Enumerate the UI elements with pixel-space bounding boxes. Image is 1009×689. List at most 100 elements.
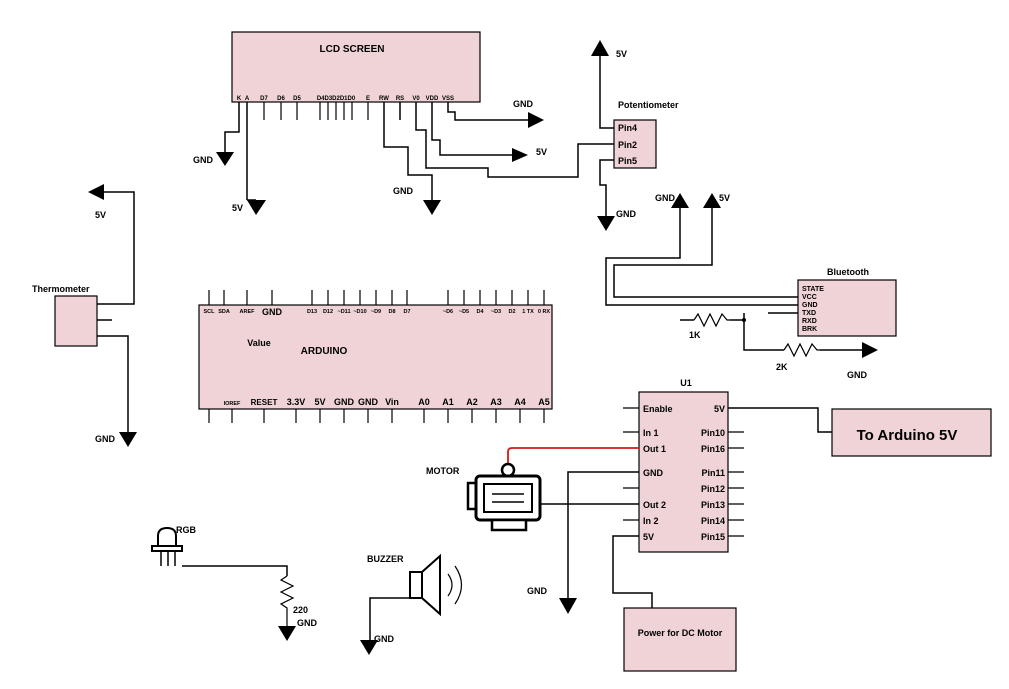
vcc-label-pot: 5V — [616, 49, 627, 59]
ard-pin-rx: 0 RX — [538, 309, 551, 315]
bt-pin-brk: BRK — [802, 326, 817, 333]
wire-pot-pin4-5v — [599, 55, 614, 129]
u1-pin-out2: Out 2 — [643, 500, 666, 510]
sound-wave-1 — [447, 573, 453, 597]
ard-pin-a3: A3 — [490, 397, 502, 407]
lcd-pin-a: A — [245, 96, 250, 102]
u1-pin-15: Pin15 — [701, 532, 725, 542]
wire-motor-out1 — [507, 447, 639, 466]
wire-bt-gnd — [605, 208, 798, 306]
wire-lcd-rw-gnd — [383, 102, 433, 200]
motor-windings — [492, 493, 524, 503]
gnd-label-rgb: GND — [297, 618, 318, 628]
pot-pin4: Pin4 — [618, 123, 637, 133]
gnd-arrow-lcd-k — [216, 152, 234, 166]
u1-pin-11: Pin11 — [701, 468, 725, 478]
u1-pin-12: Pin12 — [701, 484, 725, 494]
sound-wave-2 — [454, 565, 463, 605]
u1-motor-driver: U1 Enable In 1 Out 1 GND Out 2 In 2 5V 5… — [623, 378, 744, 553]
wire-pot-pin5-gnd — [599, 159, 614, 216]
lcd-pin-d7: D7 — [260, 96, 268, 102]
vcc-arrow-pot — [591, 40, 609, 56]
potentiometer: Potentiometer Pin4 Pin2 Pin5 — [613, 100, 679, 169]
wire-buzzer-gnd — [369, 597, 410, 640]
ard-pin-d9: ~D9 — [371, 309, 381, 315]
wire-thermo-5v — [97, 191, 135, 305]
ard-pin-d6: ~D6 — [443, 309, 453, 315]
gnd-label-pot: GND — [616, 209, 637, 219]
wire-u1-5v-arduino — [728, 407, 832, 433]
ard-pin-aref: AREF — [240, 309, 256, 315]
ard-pin-a4: A4 — [514, 397, 526, 407]
resistor-220-label: 220 — [293, 605, 308, 615]
motor-terminal — [500, 462, 516, 478]
gnd-label-thermo: GND — [95, 434, 116, 444]
gnd-arrow-bt — [671, 193, 689, 208]
pot-body — [613, 119, 657, 169]
wire-u1-5v-motor-power — [612, 535, 653, 608]
u1-pin-gnd: GND — [643, 468, 664, 478]
buzzer-cone — [421, 553, 441, 617]
thermometer-title: Thermometer — [32, 284, 90, 294]
arduino-title: ARDUINO — [301, 346, 348, 357]
ard-pin-d10: ~D10 — [353, 309, 366, 315]
vcc-arrow-bt — [703, 193, 721, 208]
ard-pin-gnd-1: GND — [334, 397, 355, 407]
u1-pin-stubs — [623, 407, 744, 537]
u1-body — [638, 391, 729, 553]
ard-pin-a5: A5 — [538, 397, 550, 407]
vcc-arrow-thermo — [88, 184, 104, 200]
ard-pin-d12: D12 — [323, 309, 333, 315]
u1-pin-in2: In 2 — [643, 516, 659, 526]
gnd-label-lcd-vss: GND — [513, 99, 534, 109]
arduino-value-label: Value — [247, 338, 271, 348]
rgb-led-rim — [151, 545, 183, 552]
vcc-label-lcd-a: 5V — [232, 203, 243, 213]
lcd-pin-rs: RS — [396, 96, 404, 102]
lcd-pin-k: K — [237, 96, 242, 102]
ard-pin-d4: D4 — [476, 309, 484, 315]
vcc-arrow-lcd-vdd — [512, 148, 528, 162]
gnd-arrow-bt-rxd — [862, 342, 878, 358]
motor-window — [483, 483, 533, 513]
u1-pin-enable: Enable — [643, 404, 673, 414]
bt-pin-rxd: RXD — [802, 318, 817, 325]
pot-pin2: Pin2 — [618, 140, 637, 150]
u1-pin-in1: In 1 — [643, 428, 659, 438]
thermometer: Thermometer — [32, 284, 98, 347]
lcd-pin-stubs — [263, 102, 369, 120]
pot-title: Potentiometer — [618, 100, 679, 110]
arduino-bottom-pin-stubs — [208, 409, 545, 423]
lcd-body — [231, 31, 481, 103]
u1-pin-10: Pin10 — [701, 428, 725, 438]
gnd-arrow-lcd-rw — [423, 200, 441, 215]
ard-pin-d11: ~D11 — [338, 309, 351, 315]
ard-pin-d8: D8 — [388, 309, 395, 315]
rgb-led: RGB — [151, 525, 197, 566]
vcc-label-bt: 5V — [719, 193, 730, 203]
ard-pin-d13: D13 — [307, 309, 317, 315]
gnd-arrow-rgb — [278, 626, 296, 641]
thermometer-body — [54, 295, 98, 347]
resistor-2k-label: 2K — [776, 362, 788, 372]
gnd-label-lcd-k: GND — [193, 155, 214, 165]
lcd-pin-rw: RW — [379, 96, 389, 102]
u1-pin-5v-left: 5V — [643, 532, 654, 542]
wire-lcd-v0-pot — [415, 102, 614, 178]
ard-pin-a1: A1 — [442, 397, 454, 407]
bluetooth-module: Bluetooth STATE VCC GND TXD RXD BRK — [797, 267, 897, 337]
junction-dot — [742, 318, 746, 322]
u1-pin-16: Pin16 — [701, 444, 725, 454]
gnd-arrow-lcd-vss — [528, 112, 544, 128]
bt-pin-txd: TXD — [802, 310, 816, 317]
bt-pin-state: STATE — [802, 286, 824, 293]
ard-pin-gnd-2: GND — [358, 397, 379, 407]
ard-pin-a2: A2 — [466, 397, 478, 407]
pot-pin5: Pin5 — [618, 156, 637, 166]
wire-u1-gnd — [567, 471, 639, 598]
lcd-pin-vss: VSS — [442, 96, 454, 102]
arduino-board: ARDUINO Value SCL SDA AREF GND D13 D12 ~… — [198, 290, 553, 423]
ard-pin-5v: 5V — [314, 397, 325, 407]
ard-pin-d2: D2 — [508, 309, 515, 315]
gnd-arrow-pot — [597, 216, 615, 231]
